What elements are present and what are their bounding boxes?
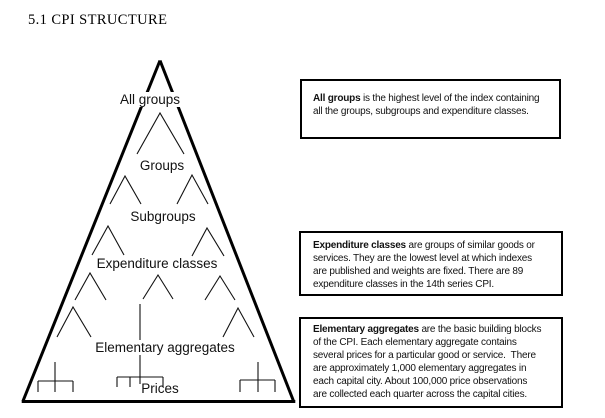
callout-line: services. They are the lowest level at w… [313, 252, 532, 264]
callout-line: Elementary aggregates are the basic buil… [313, 324, 542, 335]
callout-line: each capital city. About 100,000 price o… [313, 375, 528, 387]
callout-line: are approximately 1,000 elementary aggre… [313, 362, 527, 374]
price-forks [37, 362, 276, 392]
pyramid-level-prices: Prices [141, 381, 179, 396]
pyramid-level-all-groups: All groups [116, 92, 184, 107]
callout-box-expenditure-classes: Expenditure classes are groups of simila… [299, 231, 563, 296]
callout-line: of the CPI. Each elementary aggregate co… [313, 336, 517, 348]
callout-line: all the groups, subgroups and expenditur… [313, 105, 529, 117]
callout-line: are published and weights are fixed. The… [313, 265, 524, 277]
pyramid-branches [56, 111, 255, 377]
pyramid-level-expenditure-classes: Expenditure classes [96, 256, 218, 271]
callout-line: several prices for a particular good or … [313, 349, 536, 361]
pyramid-level-subgroups: Subgroups [130, 209, 196, 224]
page-title: 5.1 CPI STRUCTURE [28, 12, 168, 28]
pyramid-level-groups: Groups [139, 158, 185, 173]
callout-line: are collected each quarter across the ca… [313, 388, 527, 400]
callout-line: expenditure classes in the 14th series C… [313, 278, 494, 290]
callout-box-elementary-aggregates: Elementary aggregates are the basic buil… [299, 317, 563, 408]
callout-line: Expenditure classes are groups of simila… [313, 240, 535, 251]
callout-box-all-groups: All groups is the highest level of the i… [300, 79, 561, 139]
pyramid-level-elementary-aggregates: Elementary aggregates [91, 340, 239, 355]
pyramid-outline [21, 59, 296, 403]
callout-line: All groups is the highest level of the i… [313, 93, 540, 104]
